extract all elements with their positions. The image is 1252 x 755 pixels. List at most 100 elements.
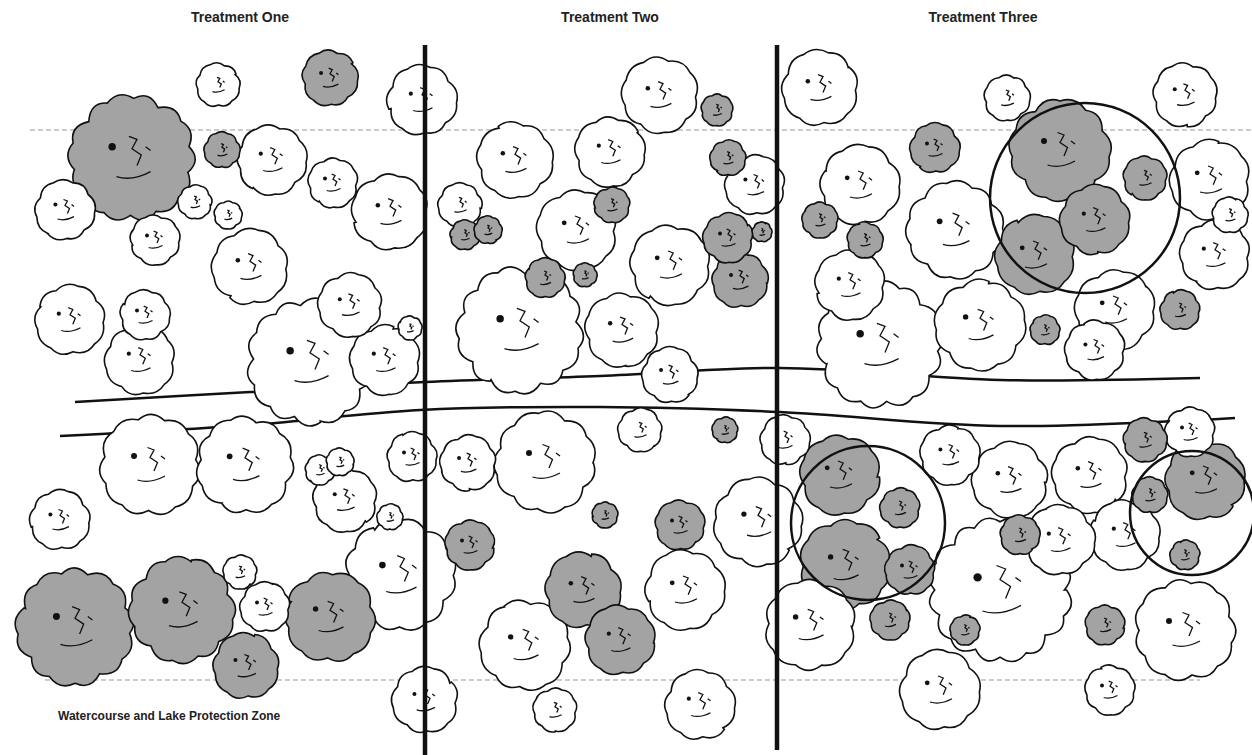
crown-mark [841, 273, 860, 297]
crown-mark [464, 536, 478, 553]
crown-mark [904, 561, 918, 578]
tree-crown [477, 122, 554, 198]
tree-crown [971, 441, 1047, 518]
crown-outline [984, 75, 1030, 121]
crown-mark [834, 549, 859, 579]
crown-dot [597, 144, 601, 148]
crown-dot [1180, 426, 1184, 430]
crown-dot [227, 453, 233, 459]
crown-mark [241, 254, 262, 280]
crown-outline [910, 123, 961, 173]
crown-outline [35, 180, 96, 240]
crown-mark [1048, 133, 1076, 167]
tree-crown [308, 158, 358, 208]
crown-dot [741, 511, 746, 516]
crown-mark [1001, 90, 1014, 106]
crown-mark [139, 306, 153, 323]
crown-outline [712, 417, 738, 443]
crown-outline [1059, 184, 1129, 254]
crown-dot [845, 175, 850, 180]
crown-mark [1206, 243, 1225, 267]
crown-mark [169, 592, 198, 627]
group-circle [1130, 451, 1252, 575]
crown-mark [601, 140, 620, 164]
crown-dot [1082, 212, 1086, 216]
tree-crown [237, 125, 307, 195]
treatment-heading: Treatment Three [927, 9, 1040, 25]
crown-outline [621, 57, 697, 133]
tree-crown [317, 273, 381, 338]
crown-dot [670, 580, 675, 585]
crown-mark [691, 693, 710, 717]
tree-crown [1153, 63, 1217, 127]
tree-crown [870, 600, 910, 640]
crown-mark [316, 465, 324, 475]
crown-outline [438, 183, 483, 227]
crown-outline [237, 125, 307, 195]
crown-mark [381, 199, 402, 225]
crown-dot [938, 448, 942, 452]
tree-crown [1165, 407, 1215, 457]
crown-outline [211, 228, 287, 304]
crown-dot [145, 234, 149, 238]
tree-crown [630, 225, 710, 305]
tree-crown [621, 57, 697, 133]
tree-crown [910, 123, 961, 173]
crown-mark [1100, 618, 1111, 632]
treatment-divider [423, 45, 428, 755]
crown-outline [870, 600, 910, 640]
tree-crown [214, 201, 242, 229]
crown-outline [752, 222, 772, 242]
group-circle [990, 103, 1180, 293]
crown-outline [655, 500, 705, 550]
crown-mark [342, 294, 360, 316]
crown-dot [409, 92, 413, 96]
tree-crown [585, 605, 655, 675]
crown-dot [670, 519, 674, 523]
crown-mark [58, 200, 75, 220]
crown-dot [825, 465, 830, 470]
crown-dot [526, 450, 532, 456]
crown-mark [602, 511, 609, 520]
crown-mark [611, 628, 630, 652]
tree-crown [782, 49, 858, 125]
crown-outline [618, 408, 662, 452]
crown-mark [816, 214, 826, 226]
crown-dot [255, 601, 259, 605]
crown-dot [996, 471, 1001, 476]
crown-outline [302, 50, 358, 106]
crown-mark [850, 171, 872, 198]
crown-dot [333, 492, 337, 496]
crown-mark [1086, 208, 1105, 232]
crown-mark [983, 566, 1022, 613]
crown-mark [722, 229, 736, 246]
dividers [425, 45, 777, 755]
crown-mark [295, 340, 329, 382]
crown-mark [929, 139, 943, 156]
crown-mark [861, 234, 871, 246]
crown-outline [213, 633, 279, 699]
crown-mark [323, 68, 338, 87]
tree-crown [240, 582, 290, 632]
crown-dot [569, 581, 574, 586]
tree-crown [1160, 290, 1200, 330]
crown-outline [971, 441, 1047, 518]
crown-outline [15, 568, 134, 686]
crown-mark [885, 613, 896, 627]
tree-crown [29, 489, 90, 549]
crown-mark [540, 271, 551, 285]
crown-outline [1030, 315, 1060, 345]
tree-crown [494, 411, 595, 513]
tree-crown [197, 416, 294, 512]
crown-mark [191, 196, 200, 207]
tree-crown [1000, 515, 1040, 555]
crown-dot [319, 71, 323, 75]
tree-crown [1085, 605, 1125, 645]
tree-crown [618, 408, 662, 452]
crown-mark [1025, 241, 1047, 268]
tree-crown [35, 284, 105, 354]
crown-outline [630, 225, 710, 305]
crown-outline [440, 435, 496, 492]
crown-mark [799, 609, 824, 639]
crown-dot [1083, 343, 1087, 347]
